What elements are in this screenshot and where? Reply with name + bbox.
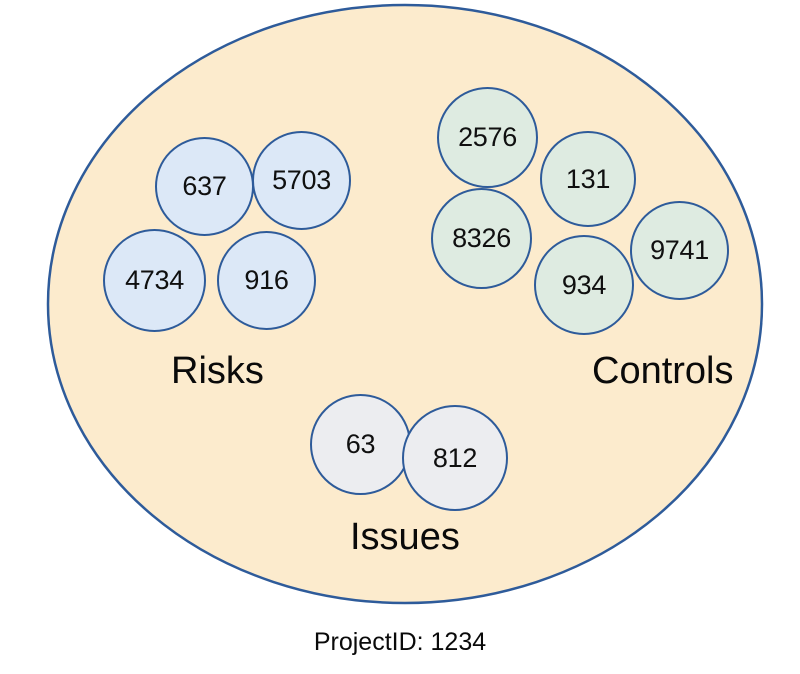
project-id-label: ProjectID: 1234 [313, 628, 487, 656]
bubble-issues[interactable]: 63 [310, 394, 411, 495]
bubble-value: 63 [345, 429, 376, 459]
bubble-value: 131 [565, 163, 611, 194]
bubble-risks[interactable]: 637 [155, 137, 254, 236]
bubble-issues[interactable]: 812 [402, 405, 508, 511]
bubble-value: 812 [432, 442, 478, 473]
bubble-value: 916 [244, 265, 289, 295]
bubble-controls[interactable]: 934 [534, 235, 634, 335]
bubble-controls[interactable]: 131 [540, 131, 636, 227]
group-title-controls: Controls [592, 350, 734, 392]
bubble-value: 637 [182, 171, 227, 201]
bubble-risks[interactable]: 5703 [252, 131, 351, 230]
bubble-risks[interactable]: 4734 [103, 229, 206, 332]
bubble-value: 934 [561, 269, 607, 300]
group-title-risks: Risks [171, 350, 264, 392]
bubble-value: 2576 [458, 122, 517, 152]
bubble-controls[interactable]: 8326 [431, 188, 532, 289]
bubble-value: 5703 [272, 165, 331, 195]
bubble-value: 9741 [650, 235, 709, 265]
bubble-risks[interactable]: 916 [217, 231, 316, 330]
bubble-controls[interactable]: 2576 [437, 87, 538, 188]
bubble-controls[interactable]: 9741 [630, 201, 729, 300]
group-title-issues: Issues [350, 516, 460, 558]
bubble-value: 8326 [452, 223, 511, 253]
bubble-value: 4734 [125, 265, 184, 295]
